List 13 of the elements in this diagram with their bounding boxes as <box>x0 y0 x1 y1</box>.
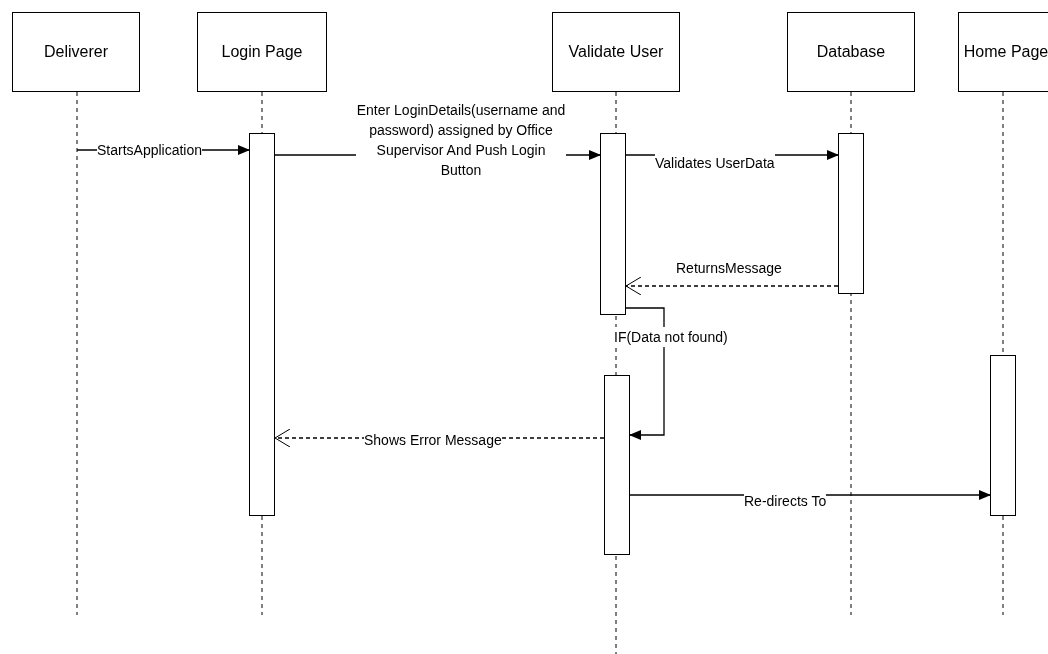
return-arrow <box>625 276 839 296</box>
message-label: IF(Data not found) <box>614 327 728 347</box>
lifeline-header: Login Page <box>197 12 327 92</box>
lifeline-header: Database <box>787 12 915 92</box>
message-arrow <box>625 307 665 440</box>
activation-bar <box>838 133 864 294</box>
lifeline-header: Validate User <box>552 12 680 92</box>
activation-bar <box>604 375 630 555</box>
lifeline-header: Home Page <box>958 12 1048 92</box>
activation-bar <box>600 133 626 315</box>
activation-bar <box>249 133 275 516</box>
activation-bar <box>990 355 1016 516</box>
lifeline-header: Deliverer <box>12 12 140 92</box>
